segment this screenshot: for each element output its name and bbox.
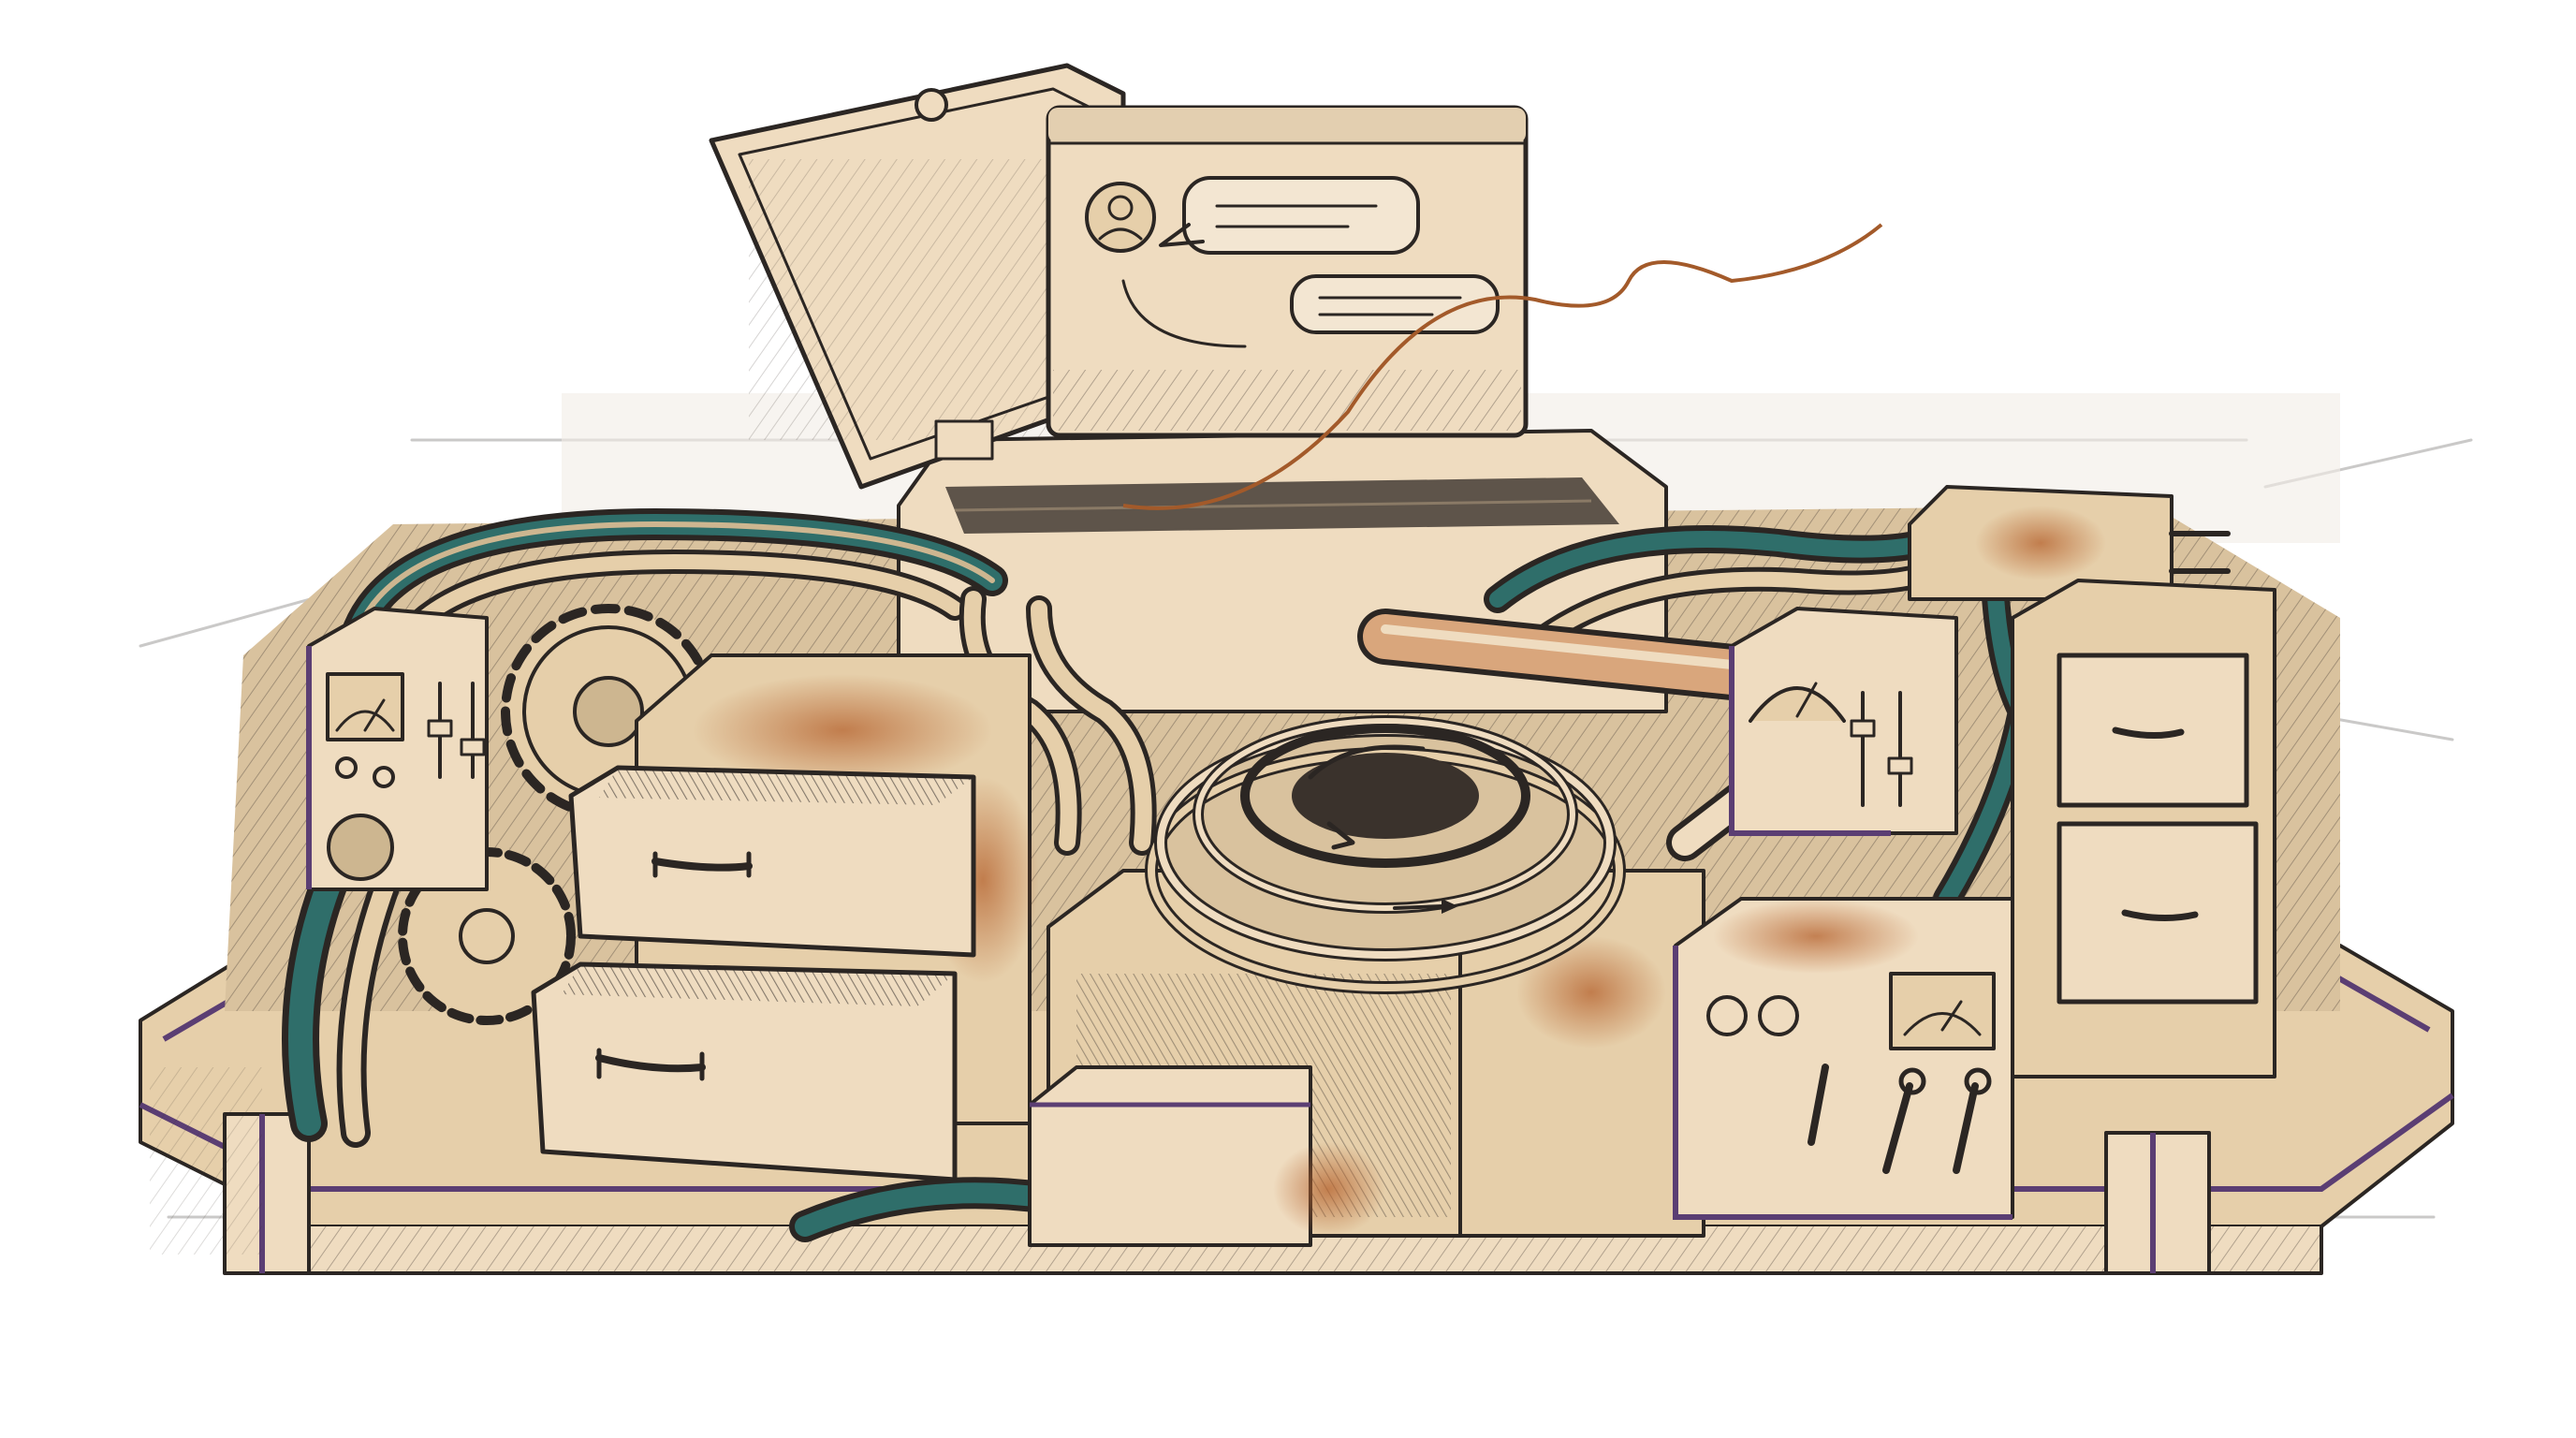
lower-center-box <box>1028 1065 1385 1247</box>
chat-window-icon <box>1046 105 1529 438</box>
right-clamp <box>2106 1133 2209 1273</box>
top-right-junction-box <box>1908 485 2231 601</box>
slider-icon <box>1850 691 1913 807</box>
right-drawer-cabinet <box>2011 579 2276 1078</box>
gauge-icon <box>1889 972 1996 1050</box>
chat-bubble-icon <box>1159 176 1420 255</box>
wrench-icon <box>1882 1067 1992 1174</box>
reply-bubble-icon <box>1290 274 1500 334</box>
left-drawer-cabinet <box>531 653 1039 1182</box>
slider-icon <box>427 682 486 779</box>
avatar-icon <box>1085 182 1156 253</box>
gauge-icon <box>326 672 404 741</box>
drawer-icon <box>2056 821 2259 1005</box>
drawer-icon <box>568 765 976 958</box>
coil-icon <box>1145 715 1626 994</box>
drawer-icon <box>531 961 958 1182</box>
upper-right-control-box <box>1729 607 1958 836</box>
drawer-icon <box>2056 653 2249 808</box>
gauge-icon <box>1749 682 1846 723</box>
left-control-panel <box>306 607 489 891</box>
lower-right-control-box <box>1673 897 2014 1220</box>
edge-shading <box>150 1067 262 1255</box>
copper-wire <box>1122 223 1883 510</box>
